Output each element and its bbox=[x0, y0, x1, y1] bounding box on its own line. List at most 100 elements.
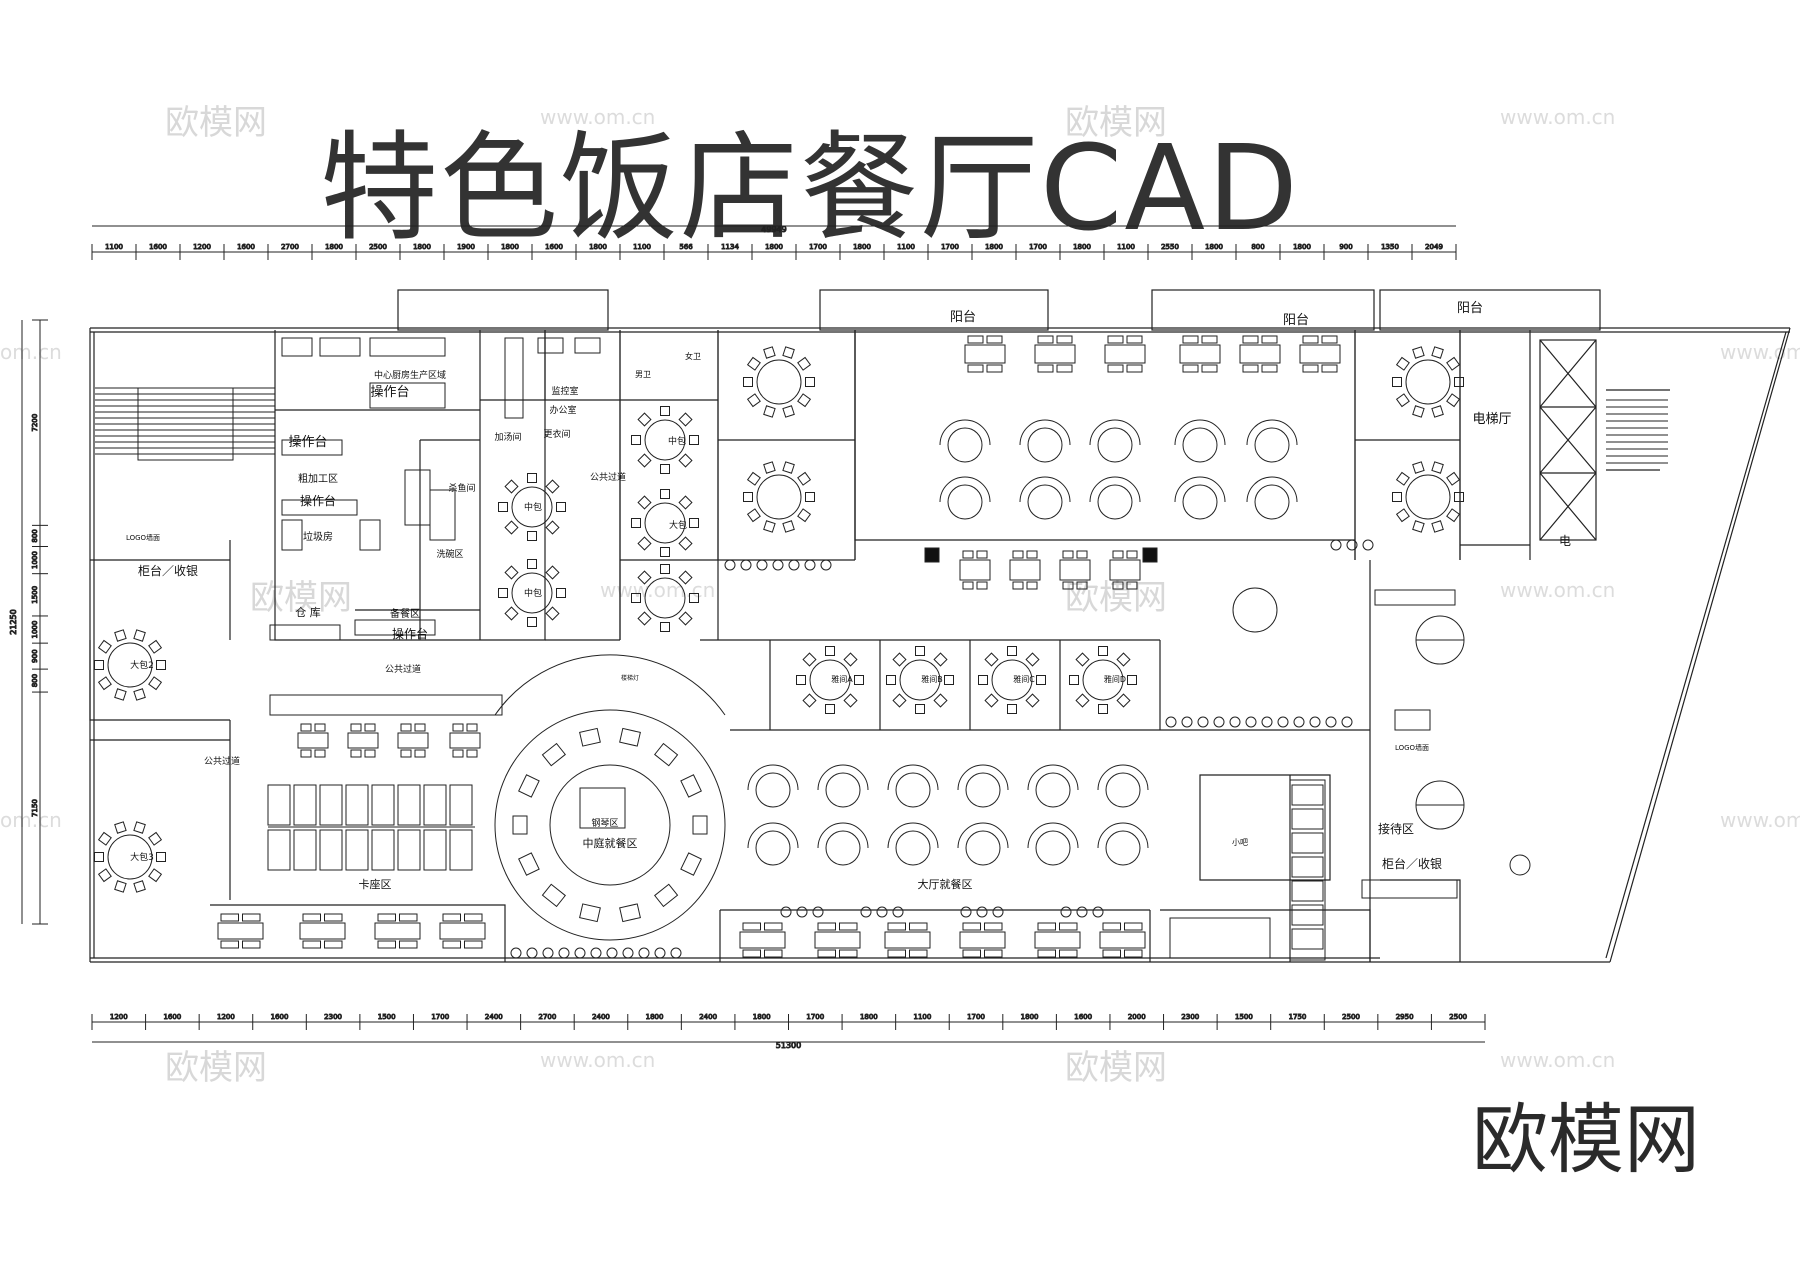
square-table bbox=[297, 723, 329, 758]
dimension-label: 7200 bbox=[31, 414, 39, 432]
round-table bbox=[978, 646, 1046, 714]
booth-seat bbox=[957, 764, 1009, 791]
table-top bbox=[755, 772, 791, 808]
work-table-label: 操作台 bbox=[370, 384, 409, 400]
chair bbox=[504, 606, 519, 621]
chair bbox=[887, 922, 906, 931]
office-label: 办公室 bbox=[549, 404, 576, 416]
chair bbox=[1102, 922, 1121, 931]
chair bbox=[133, 821, 146, 834]
chair bbox=[498, 502, 508, 512]
watermark-url: www.om.cn bbox=[1720, 340, 1800, 364]
dimension-label: 1800 bbox=[860, 1013, 878, 1021]
plant bbox=[1076, 906, 1088, 918]
chair bbox=[1182, 335, 1199, 344]
large-room-label: 大包 bbox=[669, 519, 687, 531]
chair bbox=[660, 564, 670, 574]
counter bbox=[281, 337, 313, 357]
chair bbox=[350, 749, 362, 758]
chair bbox=[746, 393, 761, 408]
chair bbox=[97, 868, 112, 883]
vip-room-b-label: 雅间B bbox=[921, 674, 943, 684]
table-top bbox=[1099, 931, 1146, 949]
dimension-label: 7150 bbox=[31, 799, 39, 817]
chair bbox=[678, 611, 693, 626]
round-table bbox=[1069, 646, 1137, 714]
vip-room-d-label: 雅间D bbox=[1104, 674, 1126, 684]
chair bbox=[1321, 335, 1338, 344]
chair bbox=[637, 412, 652, 427]
dimension-total-label: 21250 bbox=[9, 609, 18, 634]
public-corridor-label: 公共过道 bbox=[590, 471, 626, 483]
square-table bbox=[964, 335, 1006, 373]
dimension-label: 1100 bbox=[633, 243, 651, 251]
plant bbox=[1277, 716, 1289, 728]
reception-desks bbox=[1361, 589, 1465, 899]
dimension-label: 1200 bbox=[217, 1013, 235, 1021]
chair bbox=[1124, 922, 1143, 931]
chair bbox=[631, 518, 641, 528]
prep-area-label: 备餐区 bbox=[390, 607, 420, 620]
dimension-label: 2049 bbox=[1425, 243, 1443, 251]
square-table bbox=[884, 922, 931, 958]
round-table bbox=[498, 473, 566, 541]
chair bbox=[817, 949, 836, 958]
chair bbox=[414, 723, 426, 732]
table-top bbox=[1254, 427, 1290, 463]
table-top bbox=[449, 732, 481, 749]
booth-seat bbox=[397, 829, 421, 871]
table-top bbox=[965, 772, 1001, 808]
chair bbox=[637, 611, 652, 626]
table-top bbox=[299, 922, 346, 940]
plant bbox=[622, 947, 634, 959]
bar-counter-top bbox=[1289, 779, 1326, 961]
dimension-label: 1800 bbox=[646, 1013, 664, 1021]
hall-dining-label: 大厅就餐区 bbox=[918, 877, 973, 891]
logo-wall-label: LOGO墙面 bbox=[1395, 743, 1429, 752]
drawing-title: 特色饭店餐厅CAD bbox=[320, 119, 1300, 257]
round-table bbox=[796, 646, 864, 714]
table-top bbox=[511, 486, 553, 528]
chair bbox=[545, 479, 560, 494]
public-corridor-label: 公共过道 bbox=[385, 663, 421, 675]
dimension-label: 1600 bbox=[163, 1013, 181, 1021]
chair bbox=[886, 675, 896, 685]
chair bbox=[466, 749, 478, 758]
dimension-label: 2700 bbox=[281, 243, 299, 251]
dimension-label: 1000 bbox=[31, 551, 39, 569]
chair bbox=[1446, 393, 1461, 408]
kitchen-zone-label: 中心厨房生产区域 bbox=[374, 369, 446, 381]
chair bbox=[802, 652, 817, 667]
plant bbox=[756, 559, 768, 571]
dimension-label: 1800 bbox=[1293, 243, 1311, 251]
square-table bbox=[217, 913, 264, 949]
counter bbox=[369, 337, 446, 357]
square-table bbox=[299, 913, 346, 949]
plant bbox=[1330, 539, 1342, 551]
square-table bbox=[439, 913, 486, 949]
table-top bbox=[884, 931, 931, 949]
round-table bbox=[743, 461, 815, 533]
plant bbox=[740, 559, 752, 571]
plant bbox=[1245, 716, 1257, 728]
plant bbox=[1165, 716, 1177, 728]
chair bbox=[442, 913, 461, 922]
table-top bbox=[1027, 427, 1063, 463]
walls bbox=[89, 289, 1791, 963]
booth-seat bbox=[1246, 476, 1298, 503]
table-top bbox=[619, 903, 641, 923]
dimension-label: 1700 bbox=[967, 1013, 985, 1021]
booth-seating bbox=[267, 784, 475, 871]
table-top bbox=[1034, 931, 1081, 949]
piano bbox=[579, 787, 626, 829]
chair bbox=[967, 364, 984, 373]
chair bbox=[817, 922, 836, 931]
courtyard-dining-label: 中庭就餐区 bbox=[583, 836, 638, 850]
kitchen-fixtures bbox=[269, 337, 601, 716]
chair bbox=[797, 471, 812, 486]
chair bbox=[324, 913, 343, 922]
dimension-label: 1800 bbox=[765, 243, 783, 251]
counter bbox=[281, 519, 303, 551]
chair bbox=[114, 821, 127, 834]
